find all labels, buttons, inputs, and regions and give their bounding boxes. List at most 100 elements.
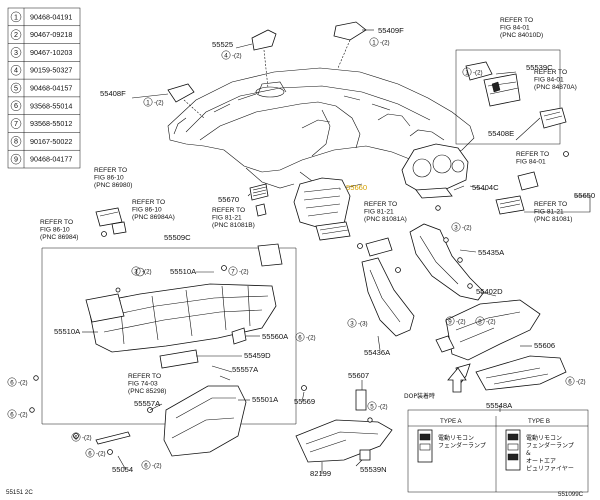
legend-num-circle [10, 82, 22, 94]
label-55404c: 55404C [472, 183, 499, 192]
callout-c6_2e: 6-(2) [71, 432, 92, 442]
label-55650: 55650 [574, 191, 595, 200]
legend-code: 90468-04177 [30, 155, 72, 164]
legend-code: 90468-04157 [30, 84, 72, 93]
callout-c3_2b: 3 -(2) [451, 222, 472, 232]
callout-c1_2c: 1-(2) [462, 67, 483, 77]
svg-text:-(2): -(2) [232, 52, 242, 59]
callout-c1_2b: 1 -(2) [143, 97, 164, 107]
svg-text:-(2): -(2) [456, 318, 466, 325]
legend-num: 3 [14, 48, 18, 57]
footer-right-code: 551099C [558, 491, 584, 498]
callout-c6_2f: 6-(2) [85, 448, 106, 458]
label-55548a: 55548A [486, 401, 513, 410]
lower-left-clips [29, 287, 121, 413]
svg-text:-(2): -(2) [306, 334, 316, 341]
svg-text:-(2): -(2) [239, 268, 249, 275]
label-55436a: 55436A [364, 348, 391, 357]
legend-num-circle [10, 47, 22, 58]
label-55510a-left: 55510A [54, 327, 81, 336]
legend-code: 93568-55012 [30, 119, 72, 128]
callout-c6_2c: 6-(2) [565, 376, 586, 386]
svg-text:-(3): -(3) [358, 320, 368, 327]
dop-type-a-text: 電動リモコンフェンダーランプ [438, 434, 486, 450]
svg-text:6: 6 [10, 411, 14, 418]
label-55409f: 55409F [378, 26, 404, 35]
legend-num-circle [10, 153, 22, 165]
svg-text:-(2): -(2) [154, 99, 164, 106]
panel-55436a [357, 243, 415, 337]
clip-parts-top [167, 21, 367, 119]
label-55402d: 55402D [476, 287, 503, 296]
dop-type-b: TYPE B [528, 418, 550, 425]
label-55510a-top: 55510A [170, 267, 197, 276]
legend-num: 6 [14, 101, 18, 110]
callout-c5_2: 5-(2) [367, 401, 388, 411]
glovebox-door-55501a [147, 385, 247, 457]
legend-code: 90167-50022 [30, 137, 72, 146]
rod-55054 [73, 431, 131, 455]
svg-text:-(2): -(2) [152, 462, 162, 469]
label-55557a-b: 55557A [134, 399, 161, 408]
box-55539c [455, 49, 569, 157]
svg-text:-(2): -(2) [18, 411, 28, 418]
label-55607: 55607 [348, 371, 369, 380]
legend-code: 90467-10203 [30, 48, 72, 57]
legend-num: 2 [14, 30, 18, 39]
legend-code: 90467-09218 [30, 30, 72, 39]
svg-text:-(2): -(2) [462, 224, 472, 231]
svg-text:6: 6 [10, 379, 14, 386]
cluster-55404c [401, 143, 539, 215]
callouts: 4-(2)1-(2)1-(2)1-(2)3-(2)7-(2)3-(2)3-(3)… [7, 37, 586, 470]
svg-text:8: 8 [478, 318, 482, 325]
legend-code: 90468-04191 [30, 12, 72, 21]
svg-text:-(2): -(2) [18, 379, 28, 386]
legend-code: 93568-55014 [30, 101, 72, 110]
label-55509c: 55509C [164, 233, 191, 242]
dop-title: DOP装着時 [404, 392, 435, 400]
svg-text:4: 4 [224, 52, 228, 59]
dop-type-b-text: 電動リモコンフェンダーランプ&オートエアピュリファイヤー [526, 434, 574, 472]
callout-c4_2: 4 -(2) [221, 50, 242, 60]
part-labels: 55525 55409F 55408F 55539C 55408E 55660 … [54, 26, 595, 478]
lower-center-parts [295, 385, 393, 463]
label-55435a: 55435A [478, 248, 505, 257]
svg-text:-(2): -(2) [576, 378, 586, 385]
svg-text:-(2): -(2) [486, 318, 496, 325]
svg-text:-(2): -(2) [380, 39, 390, 46]
legend-code: 90159-50327 [30, 66, 72, 75]
label-55459d: 55459D [244, 351, 271, 360]
callout-c6_2d: 6 -(2) [7, 409, 28, 419]
svg-text:1: 1 [146, 99, 150, 106]
svg-text:1: 1 [372, 39, 376, 46]
callout-c8_2: 8 -(2) [475, 316, 496, 326]
panel-55435a [409, 223, 485, 301]
callout-c1_2a: 1 -(2) [369, 37, 390, 47]
label-55408f: 55408F [100, 89, 126, 98]
svg-text:-(2): -(2) [473, 69, 483, 76]
glovebox-frame-box [41, 247, 297, 425]
vent-55670 [249, 183, 269, 217]
legend-num-circle [10, 118, 22, 129]
dop-type-a: TYPE A [440, 418, 463, 425]
arrow-indicator [447, 367, 467, 393]
left-small-parts [95, 207, 393, 267]
svg-text:3: 3 [454, 224, 458, 231]
svg-text:9: 9 [448, 318, 452, 325]
label-55501a: 55501A [252, 395, 279, 404]
leader-lines [82, 29, 591, 474]
legend-num: 4 [14, 66, 18, 75]
callout-c7_2a: 7-(2) [228, 266, 249, 276]
svg-text:3: 3 [134, 268, 138, 275]
svg-text:-(2): -(2) [96, 450, 106, 457]
svg-text:-(2): -(2) [142, 268, 152, 275]
svg-text:-(2): -(2) [82, 434, 92, 441]
